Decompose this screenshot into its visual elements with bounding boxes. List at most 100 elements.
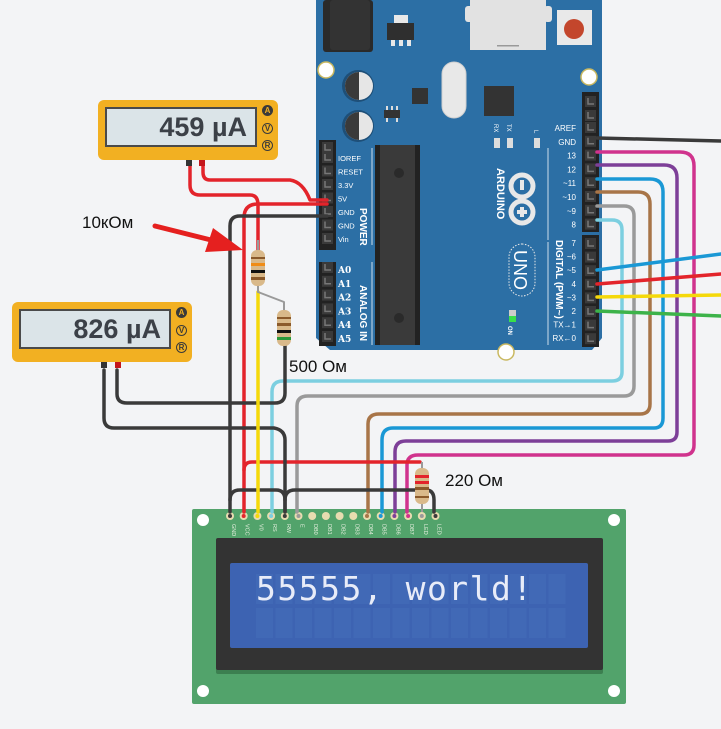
- header-pin[interactable]: [322, 192, 333, 204]
- header-pin[interactable]: [585, 177, 596, 189]
- wire-pin11-db5[interactable]: [380, 177, 665, 514]
- probe-red[interactable]: [115, 362, 121, 368]
- digital-pin-label: AREF: [555, 124, 576, 133]
- lcd-char-cell: [295, 574, 312, 604]
- header-pin[interactable]: [585, 333, 596, 345]
- digital-header-title: DIGITAL (PWM~): [553, 240, 564, 319]
- lcd-char-cell: [412, 608, 429, 638]
- lcd-line-1: 55555, world!: [256, 569, 534, 608]
- header-pin[interactable]: [585, 191, 596, 202]
- tx-label: TX: [505, 124, 511, 132]
- meter-reading: 459 µA: [159, 112, 247, 142]
- header-pin[interactable]: [322, 289, 333, 301]
- mount-hole: [497, 343, 515, 361]
- header-pin[interactable]: [585, 110, 596, 121]
- wire-pin3[interactable]: [595, 293, 721, 299]
- digital-pin-label: 7: [572, 239, 577, 248]
- lcd-pin[interactable]: [308, 512, 317, 520]
- wire-pin12-db6[interactable]: [393, 163, 679, 514]
- multimeter-1[interactable]: 459 µA A V R: [98, 100, 278, 166]
- lcd-char-cell: [295, 608, 312, 638]
- header-pin[interactable]: [585, 265, 596, 277]
- wire-meter2-black[interactable]: [102, 368, 287, 514]
- lcd-char-cell: [451, 574, 468, 604]
- digital-pin-label: 13: [567, 152, 576, 161]
- header-pin[interactable]: [585, 292, 596, 304]
- wire-pin8-rs[interactable]: [270, 218, 624, 514]
- header-pin[interactable]: [322, 142, 333, 153]
- mode-voltmeter-icon[interactable]: V: [176, 325, 187, 336]
- header-pin[interactable]: [585, 149, 596, 161]
- header-pin[interactable]: [322, 152, 333, 163]
- wire-gnd-right[interactable]: [595, 136, 721, 143]
- header-pin[interactable]: [322, 317, 333, 329]
- wire-pin10-db4[interactable]: [366, 190, 652, 514]
- wire-vcc-led[interactable]: [242, 460, 422, 472]
- model-label: UNO: [510, 250, 530, 290]
- l-label: L: [532, 130, 538, 134]
- header-pin[interactable]: [585, 251, 596, 263]
- digital-pin-label: 12: [567, 165, 576, 174]
- resistor-500[interactable]: [277, 310, 291, 346]
- mode-ohmmeter-icon[interactable]: R: [176, 342, 187, 353]
- mode-voltmeter-icon[interactable]: V: [262, 123, 273, 134]
- lcd-pin[interactable]: [349, 512, 358, 520]
- probe-red[interactable]: [199, 160, 205, 166]
- header-pin[interactable]: [322, 179, 333, 190]
- lcd-char-cell: [470, 608, 488, 638]
- wire-pin4[interactable]: [595, 272, 721, 286]
- lcd-pin-label: DB3: [353, 524, 359, 535]
- mode-ammeter-icon[interactable]: A: [176, 307, 187, 318]
- header-pin[interactable]: [322, 219, 333, 231]
- wire-pin5[interactable]: [595, 252, 721, 272]
- resistor-220[interactable]: [415, 462, 429, 512]
- lcd-pin[interactable]: [321, 512, 330, 520]
- lcd-char-cell: [353, 608, 371, 638]
- lcd-pin[interactable]: [335, 512, 344, 520]
- header-pin[interactable]: [585, 122, 596, 133]
- header-pin[interactable]: [322, 331, 333, 342]
- resistor-10k[interactable]: [251, 240, 265, 292]
- probe-black[interactable]: [186, 160, 192, 166]
- header-pin[interactable]: [585, 163, 596, 175]
- probe-black[interactable]: [101, 362, 107, 368]
- header-pin[interactable]: [322, 303, 333, 315]
- wire-meter1-10k[interactable]: [188, 160, 260, 252]
- header-pin[interactable]: [322, 262, 333, 273]
- mode-ammeter-icon[interactable]: A: [262, 105, 273, 116]
- header-pin[interactable]: [585, 96, 596, 107]
- wire-led-gnd[interactable]: [283, 488, 436, 514]
- header-pin[interactable]: [585, 278, 596, 290]
- power-pin-label: IOREF: [338, 154, 361, 163]
- header-pin[interactable]: [585, 319, 596, 331]
- reset-button[interactable]: [557, 10, 592, 45]
- wire-pin2[interactable]: [595, 309, 721, 318]
- capacitor: [342, 110, 374, 142]
- lcd-char-cell: [490, 574, 507, 604]
- digital-pin-label: 8: [572, 221, 577, 230]
- power-header-title: POWER: [357, 208, 368, 247]
- mode-ohmmeter-icon[interactable]: R: [262, 140, 273, 151]
- header-pin[interactable]: [585, 135, 596, 147]
- header-pin[interactable]: [322, 275, 333, 287]
- header-pin[interactable]: [322, 165, 333, 177]
- header-pin[interactable]: [585, 238, 596, 249]
- digital-pin-label: 4: [572, 280, 577, 289]
- power-pin-label: 3.3V: [338, 181, 353, 190]
- header-pin[interactable]: [585, 306, 596, 317]
- wire-5v-meter1[interactable]: [201, 160, 329, 202]
- header-pin[interactable]: [585, 218, 596, 230]
- wire-pin9-e[interactable]: [295, 204, 636, 514]
- header-pin[interactable]: [322, 206, 333, 217]
- header-pin[interactable]: [322, 233, 333, 244]
- wire-pin13-db7[interactable]: [405, 150, 696, 514]
- voltage-regulator: [387, 15, 414, 46]
- digital-pin-label: 2: [572, 307, 577, 316]
- lcd-char-cell: [334, 574, 351, 604]
- digital-pin-label: ~9: [567, 207, 577, 216]
- wire-meter2-red[interactable]: [115, 342, 287, 405]
- multimeter-2[interactable]: 826 µA A V R: [12, 302, 192, 368]
- wire-gnd-lcd[interactable]: [228, 214, 329, 514]
- header-pin[interactable]: [585, 204, 596, 216]
